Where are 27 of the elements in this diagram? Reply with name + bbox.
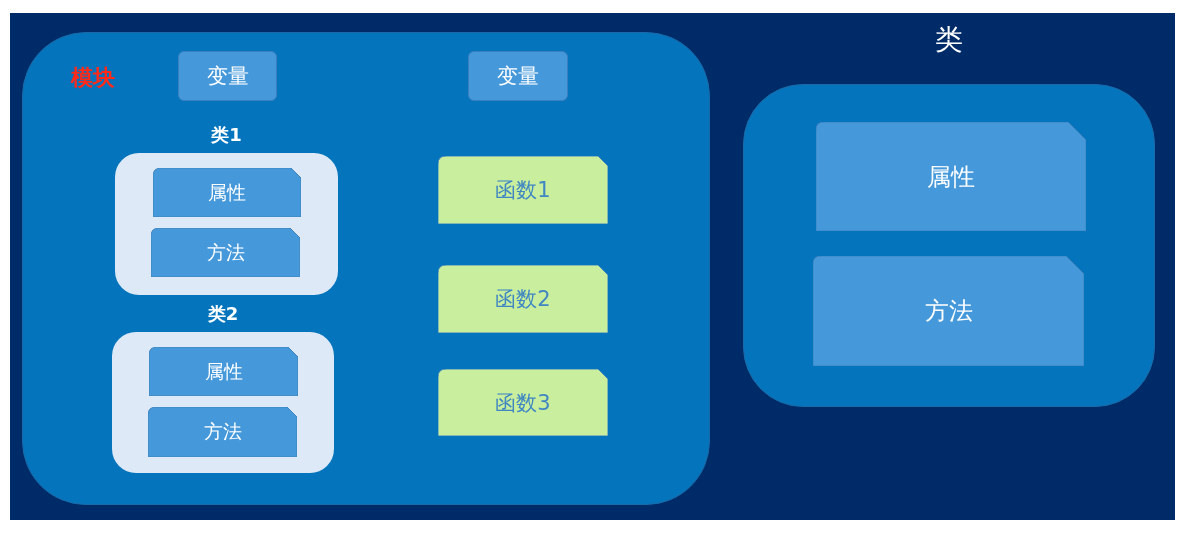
function-label: 函数1 xyxy=(494,177,552,204)
function-label: 函数2 xyxy=(494,286,552,313)
function-tab xyxy=(438,265,608,333)
member-label: 属性 xyxy=(207,179,247,205)
variable-box xyxy=(178,51,277,101)
member-label: 方法 xyxy=(202,419,243,444)
variable-label: 变量 xyxy=(205,63,250,90)
class-heading: 类 xyxy=(934,22,964,58)
module-title: 模块 xyxy=(71,64,115,92)
function-label: 函数3 xyxy=(494,389,552,417)
member-tab xyxy=(151,228,300,277)
member-tab xyxy=(813,256,1084,366)
member-tab xyxy=(148,407,297,457)
module-panel xyxy=(22,32,710,505)
class-heading: 类1 xyxy=(210,123,243,147)
function-tab xyxy=(438,369,608,436)
member-label: 方法 xyxy=(205,239,246,265)
member-label: 方法 xyxy=(923,296,974,327)
member-label: 属性 xyxy=(926,161,976,193)
member-tab xyxy=(153,168,301,217)
member-tab xyxy=(149,347,298,396)
variable-label: 变量 xyxy=(496,63,540,90)
function-tab xyxy=(438,156,608,224)
class-heading: 类2 xyxy=(206,302,240,326)
variable-box xyxy=(468,51,568,101)
member-tab xyxy=(816,122,1086,231)
member-label: 属性 xyxy=(203,358,244,384)
